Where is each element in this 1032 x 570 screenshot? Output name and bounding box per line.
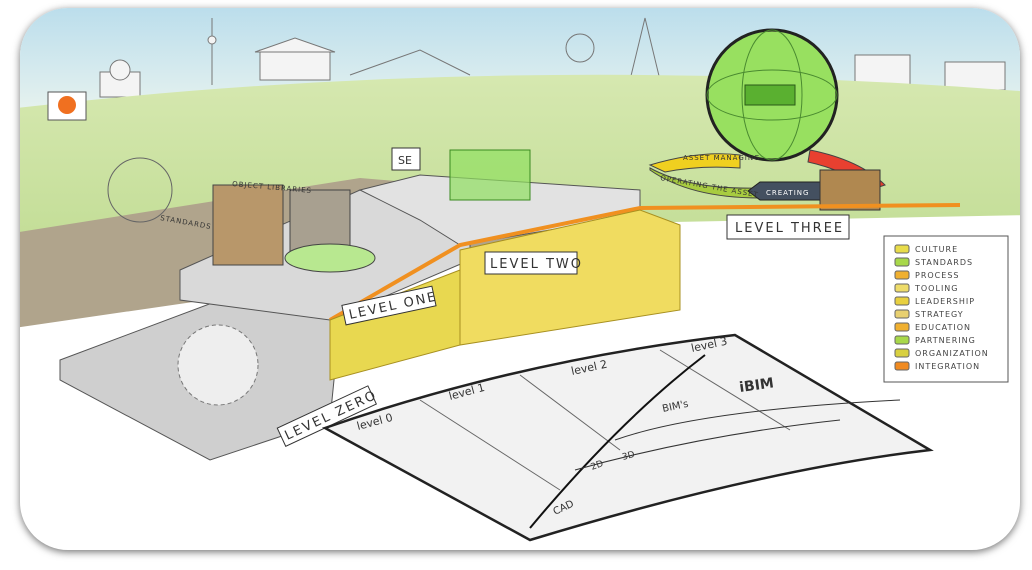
legend-item-label: EDUCATION bbox=[915, 323, 971, 332]
legend-item-label: LEADERSHIP bbox=[915, 297, 975, 306]
legend-item-label: PROCESS bbox=[915, 271, 959, 280]
legend-brick-icon bbox=[894, 322, 910, 332]
stage-3d: 3D bbox=[621, 450, 636, 463]
stage-ibim: iBIM bbox=[738, 375, 775, 396]
legend-brick-icon bbox=[894, 361, 910, 371]
legend-item-label: PARTNERING bbox=[915, 336, 976, 345]
legend-brick-icon bbox=[894, 283, 910, 293]
managing-label: ASSET MANAGING bbox=[683, 154, 760, 162]
illustration-frame: OPERATING THE ASSET CREATING ASSET MANAG… bbox=[20, 8, 1020, 550]
bim-maturity-illustration: OPERATING THE ASSET CREATING ASSET MANAG… bbox=[20, 8, 1020, 542]
legend-brick-icon bbox=[894, 270, 910, 280]
creating-label: CREATING bbox=[766, 189, 809, 197]
globe-icon bbox=[705, 28, 839, 162]
legend-item-label: STANDARDS bbox=[915, 258, 973, 267]
legend-item-label: INTEGRATION bbox=[915, 362, 980, 371]
briefcase-icon bbox=[819, 169, 881, 211]
orange-edge bbox=[329, 203, 961, 322]
legend-brick-icon bbox=[894, 335, 910, 345]
se-sign bbox=[391, 147, 421, 171]
level-three-label: LEVEL THREE bbox=[735, 221, 844, 236]
se-sign-label: SE bbox=[398, 154, 412, 167]
legend-brick-icon bbox=[894, 244, 910, 254]
legend-brick-icon bbox=[894, 257, 910, 267]
legend-item-label: CULTURE bbox=[915, 245, 958, 254]
legend-item-label: TOOLING bbox=[914, 284, 958, 293]
stage-2d: 2D bbox=[590, 459, 605, 473]
legend-brick-icon bbox=[894, 348, 910, 358]
meeting-table bbox=[284, 243, 376, 273]
legend: CULTURE STANDARDS PROCESS TOOLING LEADERSHIP… bbox=[883, 235, 1009, 383]
logo-icon bbox=[58, 96, 76, 114]
legend-brick-icon bbox=[894, 296, 910, 306]
stage-bims: BIM's bbox=[661, 399, 689, 415]
green-model-box bbox=[449, 149, 531, 201]
brick-wall-level-two bbox=[459, 209, 681, 346]
maturity-chart-sheet: level 0 level 1 level 2 level 3 CAD 2D 3… bbox=[321, 333, 934, 542]
legend-brick-icon bbox=[894, 309, 910, 319]
object-library-shelf bbox=[212, 184, 284, 266]
standards-shapes-icon bbox=[107, 157, 173, 223]
level-two-label: LEVEL TWO bbox=[490, 257, 583, 272]
legend-item-label: ORGANIZATION bbox=[915, 349, 989, 358]
legend-item-label: STRATEGY bbox=[915, 310, 964, 319]
cad-drawing-icon bbox=[177, 324, 259, 406]
city-skyline bbox=[99, 17, 1006, 98]
